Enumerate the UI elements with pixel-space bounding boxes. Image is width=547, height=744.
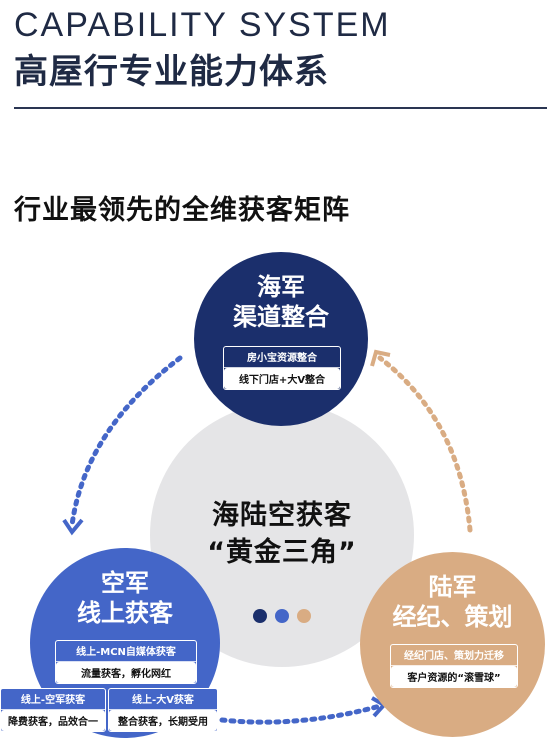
dot-blue bbox=[275, 609, 289, 623]
air-tag: 线上-MCN自媒体获客 流量获客，孵化网红 bbox=[55, 640, 197, 684]
army-tag-bottom: 客户资源的“滚雪球” bbox=[391, 666, 517, 687]
air-sub-tag-2-bottom: 整合获客，长期受用 bbox=[109, 710, 217, 731]
arrow-navy-to-air bbox=[69, 355, 183, 528]
section-subtitle: 行业最领先的全维获客矩阵 bbox=[14, 195, 350, 226]
navy-tag-bottom: 线下门店+大V整合 bbox=[224, 368, 340, 389]
navy-title-2: 渠道整合 bbox=[233, 303, 329, 331]
army-circle: 陆军 经纪、策划 经纪门店、策划力迁移 客户资源的“滚雪球” bbox=[360, 552, 545, 737]
army-tag-top: 经纪门店、策划力迁移 bbox=[391, 645, 517, 666]
air-sub-tag-1-bottom: 降费获客，品效合一 bbox=[1, 710, 105, 731]
army-title-2: 经纪、策划 bbox=[392, 603, 513, 631]
arrow-head-right-icon bbox=[370, 349, 391, 367]
air-sub-tag-2: 线上-大V获客 整合获客，长期受用 bbox=[108, 688, 218, 732]
arrow-army-to-navy bbox=[377, 355, 473, 533]
air-title-2: 线上获客 bbox=[77, 599, 173, 627]
center-title-1: 海陆空获客 bbox=[212, 500, 352, 531]
navy-tag: 房小宝资源整合 线下门店+大V整合 bbox=[223, 346, 341, 390]
navy-tag-top: 房小宝资源整合 bbox=[224, 347, 340, 368]
navy-title-1: 海军 bbox=[257, 273, 305, 301]
title-english: CAPABILITY SYSTEM bbox=[14, 6, 391, 44]
air-sub-tag-2-top: 线上-大V获客 bbox=[109, 689, 217, 710]
title-divider bbox=[14, 107, 547, 109]
air-title-1: 空军 bbox=[101, 569, 149, 597]
title-chinese: 高屋行专业能力体系 bbox=[14, 52, 329, 92]
air-tag-bottom: 流量获客，孵化网红 bbox=[56, 662, 196, 683]
army-title-1: 陆军 bbox=[428, 573, 477, 601]
dot-tan bbox=[297, 609, 311, 623]
color-legend-dots bbox=[150, 608, 414, 627]
navy-circle: 海军 渠道整合 房小宝资源整合 线下门店+大V整合 bbox=[194, 252, 368, 426]
army-tag: 经纪门店、策划力迁移 客户资源的“滚雪球” bbox=[390, 644, 518, 688]
center-title-2: “黄金三角” bbox=[207, 537, 357, 568]
arrow-air-to-army bbox=[219, 703, 383, 725]
air-sub-tag-1: 线上-空军获客 降费获客，品效合一 bbox=[0, 688, 106, 732]
air-sub-tag-1-top: 线上-空军获客 bbox=[1, 689, 105, 710]
arrow-head-left-icon bbox=[62, 518, 84, 536]
dot-navy bbox=[253, 609, 267, 623]
air-tag-top: 线上-MCN自媒体获客 bbox=[56, 641, 196, 662]
